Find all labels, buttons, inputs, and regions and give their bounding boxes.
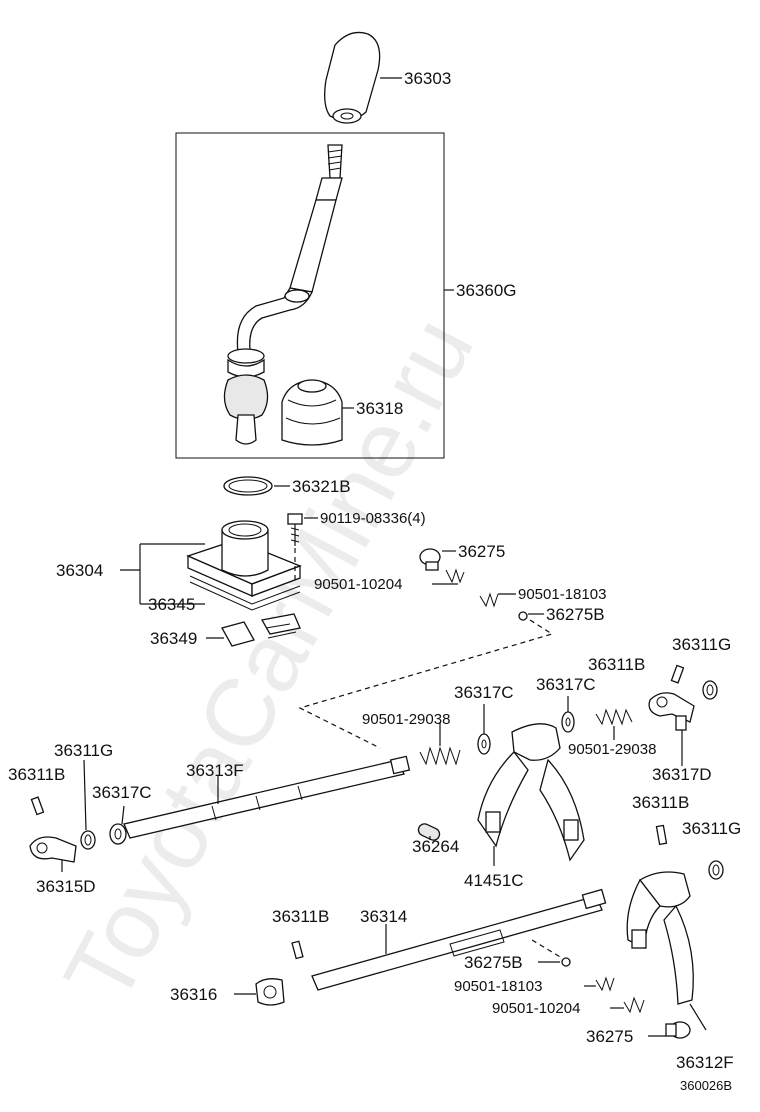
label-90501-10204-lower: 90501-10204 <box>492 1000 580 1017</box>
label-36311G-top: 36311G <box>672 635 731 654</box>
label-90119-08336: 90119-08336(4) <box>320 510 426 527</box>
reference-code: 360026B <box>680 1078 732 1093</box>
spring-part-middle <box>419 746 461 766</box>
label-36311B-lower: 36311B <box>272 907 329 926</box>
label-36275B-top: 36275B <box>546 605 605 624</box>
label-36321B: 36321B <box>292 477 351 496</box>
ball-part-lower <box>561 957 571 967</box>
pin-part-lower-middle <box>291 940 304 960</box>
label-36317C-left: 36317C <box>92 783 152 802</box>
shift-head-part-lower <box>255 978 285 1006</box>
plug-part-top <box>419 548 441 571</box>
ring-part-left <box>80 830 96 850</box>
label-36345: 36345 <box>148 595 195 614</box>
label-90501-18103-top: 90501-18103 <box>518 586 606 603</box>
spring-part-top <box>445 568 465 584</box>
label-36317D: 36317D <box>652 765 712 784</box>
label-36313F: 36313F <box>186 761 244 780</box>
pin-part-left <box>30 796 45 816</box>
label-36311B-right: 36311B <box>632 793 689 812</box>
boot-part <box>281 379 343 446</box>
lever-retainer-part <box>186 520 302 611</box>
shift-fork-part-lower <box>626 871 694 1005</box>
pin-part-right-lower <box>655 824 668 846</box>
label-90501-29038-right: 90501-29038 <box>568 741 656 758</box>
label-36311B-top: 36311B <box>588 655 645 674</box>
shift-shaft-part-upper <box>123 755 411 839</box>
label-90501-29038-middle: 90501-29038 <box>362 711 450 728</box>
bolt-part <box>287 513 303 546</box>
ball-part-top <box>518 611 528 621</box>
shift-shaft-part-lower <box>311 888 607 991</box>
watermark: ToyotaCarMine.ru <box>44 301 494 1020</box>
shift-lever-part <box>223 144 343 445</box>
label-36311B-left: 36311B <box>8 765 65 784</box>
spring-part-top-2 <box>479 592 499 608</box>
label-36314: 36314 <box>360 907 407 926</box>
label-36275-top: 36275 <box>458 542 505 561</box>
plug-part-lower <box>665 1021 691 1039</box>
spring-part-lower-2 <box>623 996 645 1014</box>
label-36317C-right: 36317C <box>536 675 596 694</box>
shift-knob-part <box>324 31 381 124</box>
washer-part-middle <box>477 733 491 755</box>
label-36315D: 36315D <box>36 877 96 896</box>
label-90501-18103-lower: 90501-18103 <box>454 978 542 995</box>
spring-part-lower <box>595 976 615 992</box>
washer-part-left <box>109 823 127 845</box>
label-36349: 36349 <box>150 629 197 648</box>
label-36360G: 36360G <box>456 281 517 300</box>
label-90501-10204-top: 90501-10204 <box>314 576 402 593</box>
spring-part-right <box>595 708 633 726</box>
shift-head-part <box>648 692 695 731</box>
label-36317C-middle: 36317C <box>454 683 514 702</box>
ring-part-right-lower <box>708 860 724 880</box>
label-36264: 36264 <box>412 837 459 856</box>
label-36311G-right: 36311G <box>682 819 741 838</box>
label-36318: 36318 <box>356 399 403 418</box>
label-36316: 36316 <box>170 985 217 1004</box>
label-36304: 36304 <box>56 561 103 580</box>
ring-part-right-top <box>702 680 718 700</box>
plate-part <box>221 613 301 647</box>
pin-part-right-top <box>670 664 685 684</box>
label-36311G-left: 36311G <box>54 741 113 760</box>
label-36303: 36303 <box>404 69 451 88</box>
snap-ring-part <box>223 476 273 496</box>
label-36312F: 36312F <box>676 1053 734 1072</box>
interlock-pin-part <box>417 823 441 841</box>
label-41451C: 41451C <box>464 871 524 890</box>
washer-part-right <box>561 711 575 733</box>
shift-fork-part-upper <box>477 723 585 862</box>
label-36275-lower: 36275 <box>586 1027 633 1046</box>
lever-assembly-box <box>175 132 445 459</box>
label-36275B-lower: 36275B <box>464 953 523 972</box>
shift-head-part-left <box>29 836 77 863</box>
